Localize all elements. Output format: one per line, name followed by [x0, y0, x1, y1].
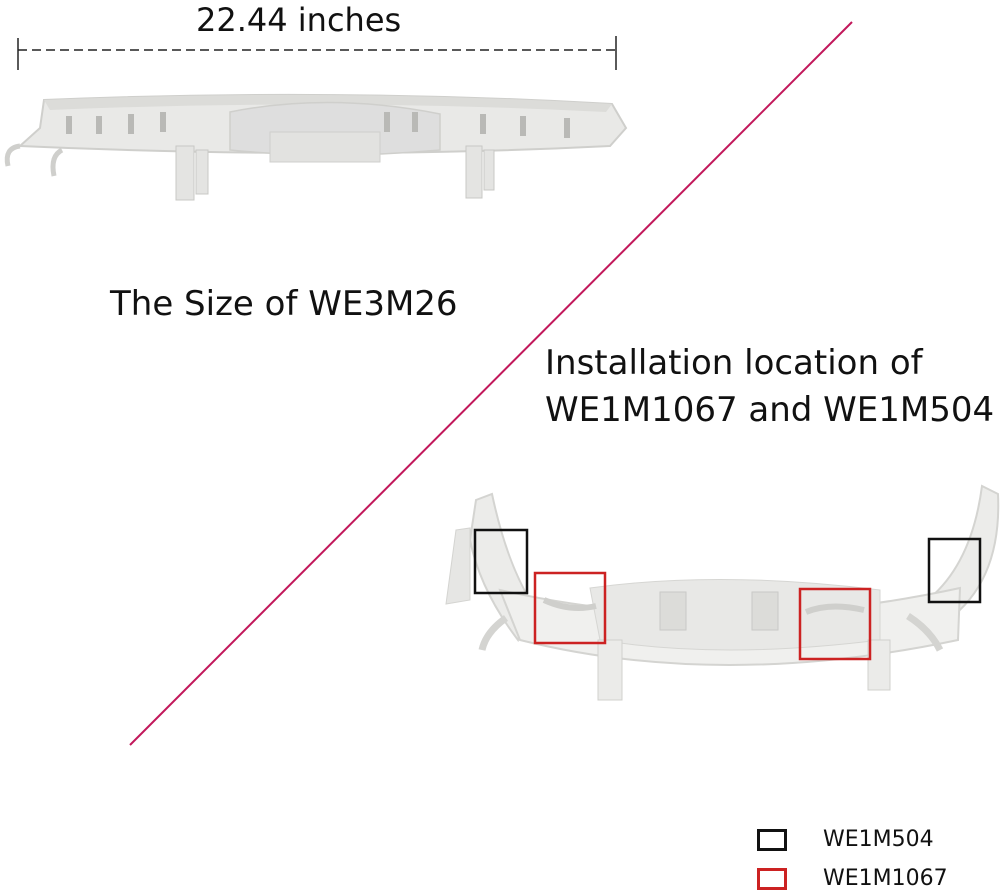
legend-item-we1m504: WE1M504	[757, 825, 934, 855]
marker-we1m1067-left	[533, 571, 607, 645]
diagonal-divider	[129, 21, 853, 746]
part-installation-image	[445, 484, 1000, 701]
part-we3m26-image	[4, 93, 628, 201]
legend-label: WE1M1067	[823, 866, 948, 891]
legend-label: WE1M504	[823, 827, 934, 852]
legend-item-we1m1067: WE1M1067	[757, 864, 948, 894]
legend-swatch-black	[757, 829, 787, 851]
marker-we1m504-left	[473, 528, 529, 595]
dimension-label: 22.44 inches	[196, 1, 402, 39]
legend-swatch-red	[757, 868, 787, 890]
dimension-line	[17, 36, 617, 70]
installation-caption: Installation location of WE1M1067 and WE…	[545, 340, 994, 434]
size-caption: The Size of WE3M26	[110, 284, 458, 324]
marker-we1m1067-right	[798, 587, 872, 661]
installation-caption-line-2: WE1M1067 and WE1M504	[545, 390, 995, 430]
marker-we1m504-right	[927, 537, 982, 604]
installation-caption-line-1: Installation location of	[545, 343, 923, 383]
